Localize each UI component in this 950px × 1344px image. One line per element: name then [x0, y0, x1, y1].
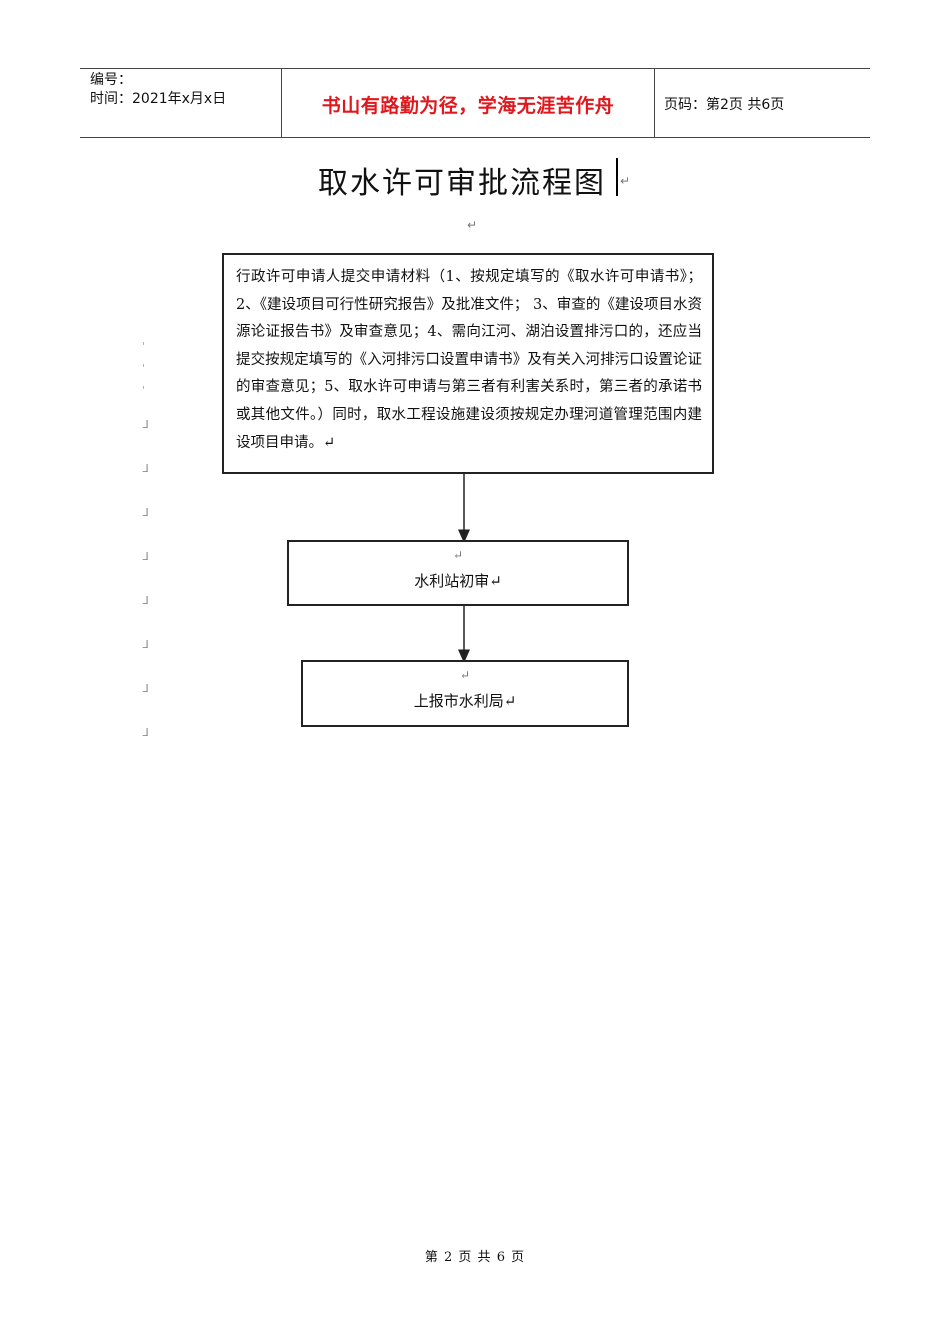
line-break-mark: ᒧ [142, 462, 149, 475]
header-motto: 书山有路勤为径，学海无涯苦作舟 [321, 95, 615, 117]
line-break-mark: ᒧ [142, 594, 149, 607]
flow-step-report-bureau: ↵ 上报市水利局↵ [301, 660, 629, 727]
paragraph-mark: ↵ [467, 218, 478, 232]
header-meta: 编号： 时间：2021年x月x日 [90, 71, 226, 109]
paragraph-mark: ↵ [620, 174, 631, 188]
line-break-mark: ᒧ [142, 682, 149, 695]
line-break-mark: ᒧ [142, 638, 149, 651]
line-break-mark: ᒧ [142, 506, 149, 519]
margin-tick: ' [142, 362, 146, 375]
header-divider [281, 69, 282, 137]
page-title: 取水许可审批流程图 [318, 166, 606, 201]
paragraph-mark: ↵ [452, 548, 464, 562]
date-line: 时间：2021年x月x日 [90, 91, 227, 107]
line-break-mark: ᒧ [142, 418, 149, 431]
header-page-info: 页码：第2页 共6页 [664, 97, 785, 113]
flow-step-report-bureau-label: 上报市水利局↵ [413, 692, 517, 710]
margin-tick: ' [142, 340, 146, 353]
header-divider [654, 69, 655, 137]
text-cursor [616, 158, 618, 196]
page-footer: 第 2 页 共 6 页 [424, 1250, 526, 1265]
flow-step-application: 行政许可申请人提交申请材料（1、按规定填写的《取水许可申请书》；2、《建设项目可… [222, 253, 714, 474]
line-break-mark: ᒧ [142, 726, 149, 739]
document-header: 编号： 时间：2021年x月x日 书山有路勤为径，学海无涯苦作舟 页码：第2页 … [80, 68, 870, 138]
margin-tick: ' [142, 384, 146, 397]
flow-step-preliminary-review-label: 水利站初审↵ [414, 572, 502, 590]
paragraph-mark: ↵ [459, 668, 471, 682]
flow-step-application-text: 行政许可申请人提交申请材料（1、按规定填写的《取水许可申请书》；2、《建设项目可… [236, 269, 702, 451]
flow-step-preliminary-review: ↵ 水利站初审↵ [287, 540, 629, 606]
line-break-mark: ᒧ [142, 550, 149, 563]
number-label: 编号： [90, 72, 132, 88]
